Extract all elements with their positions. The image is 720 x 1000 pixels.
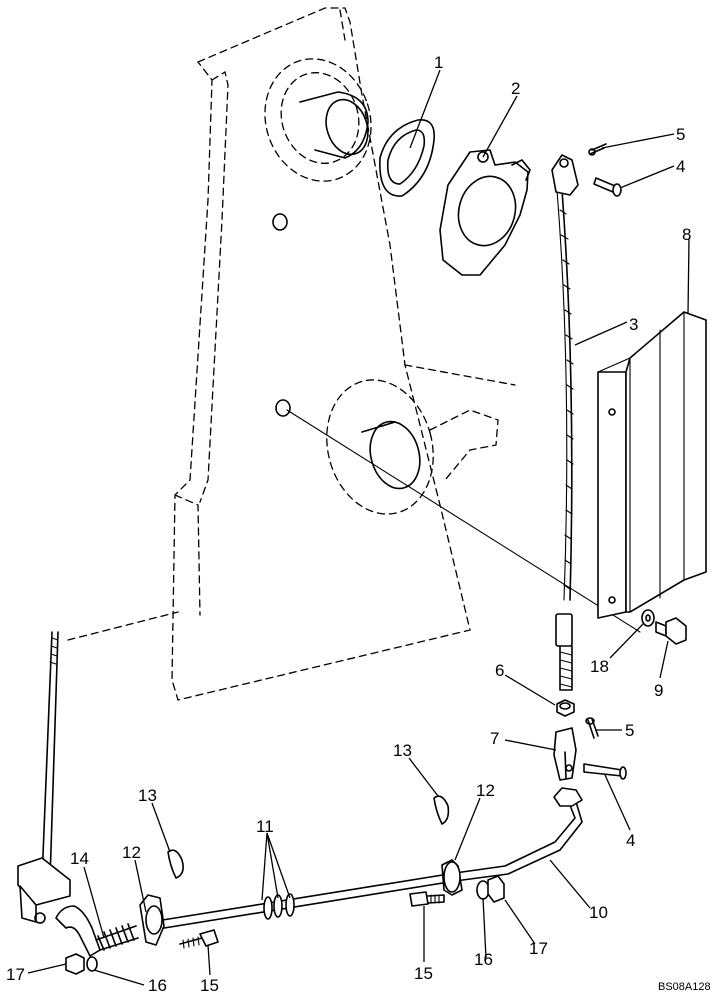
callout-9: 9 <box>654 681 663 700</box>
callout-18: 18 <box>590 657 609 676</box>
flange-plate-part <box>439 149 531 276</box>
callout-4b: 4 <box>626 831 635 850</box>
spacer-washers-part <box>263 893 295 920</box>
callout-5: 5 <box>676 125 685 144</box>
control-rod-part <box>149 787 583 931</box>
clevis-pin-part <box>583 177 627 780</box>
callout-13b: 13 <box>393 741 412 760</box>
callout-16b: 16 <box>148 976 167 995</box>
callout-7: 7 <box>490 729 499 748</box>
hex-bolt-part <box>655 617 687 645</box>
capscrew-part <box>179 891 445 949</box>
callout-16: 16 <box>474 950 493 969</box>
hex-nut-part <box>65 875 505 975</box>
callout-12b: 12 <box>476 781 495 800</box>
leader-lines <box>27 69 690 986</box>
callout-2: 2 <box>511 79 520 98</box>
callout-13: 13 <box>138 786 157 805</box>
callout-17: 17 <box>529 939 548 958</box>
jam-nut-part <box>556 699 575 717</box>
callout-5b: 5 <box>625 721 634 740</box>
cover-plate-part <box>597 311 707 619</box>
callout-14: 14 <box>70 849 89 868</box>
callout-10: 10 <box>589 903 608 922</box>
callout-3: 3 <box>629 315 638 334</box>
washer-part <box>641 609 655 627</box>
callout-15b: 15 <box>414 964 433 983</box>
clevis-part <box>553 727 577 781</box>
callout-8: 8 <box>682 225 691 244</box>
callout-17b: 17 <box>6 965 25 984</box>
callout-labels: 1 2 3 4 5 6 7 8 9 18 5 4 10 11 12 12 13 … <box>6 53 691 995</box>
gasket-part <box>379 119 435 197</box>
spring-part <box>55 905 139 957</box>
pivot-bushing-part <box>139 859 463 946</box>
callout-4: 4 <box>676 157 685 176</box>
retaining-clip-part <box>167 795 450 879</box>
cotter-pin-part <box>585 143 607 739</box>
loader-frame-phantom <box>67 7 516 701</box>
control-cable-part <box>551 154 579 691</box>
callout-12: 12 <box>122 843 141 862</box>
callout-1: 1 <box>434 53 443 72</box>
drawing-code: BS08A128 <box>658 981 711 993</box>
alignment-axis <box>286 409 641 633</box>
callout-6: 6 <box>495 661 504 680</box>
callout-11: 11 <box>256 817 274 836</box>
callout-15: 15 <box>200 976 219 995</box>
control-lever-part <box>17 631 71 924</box>
